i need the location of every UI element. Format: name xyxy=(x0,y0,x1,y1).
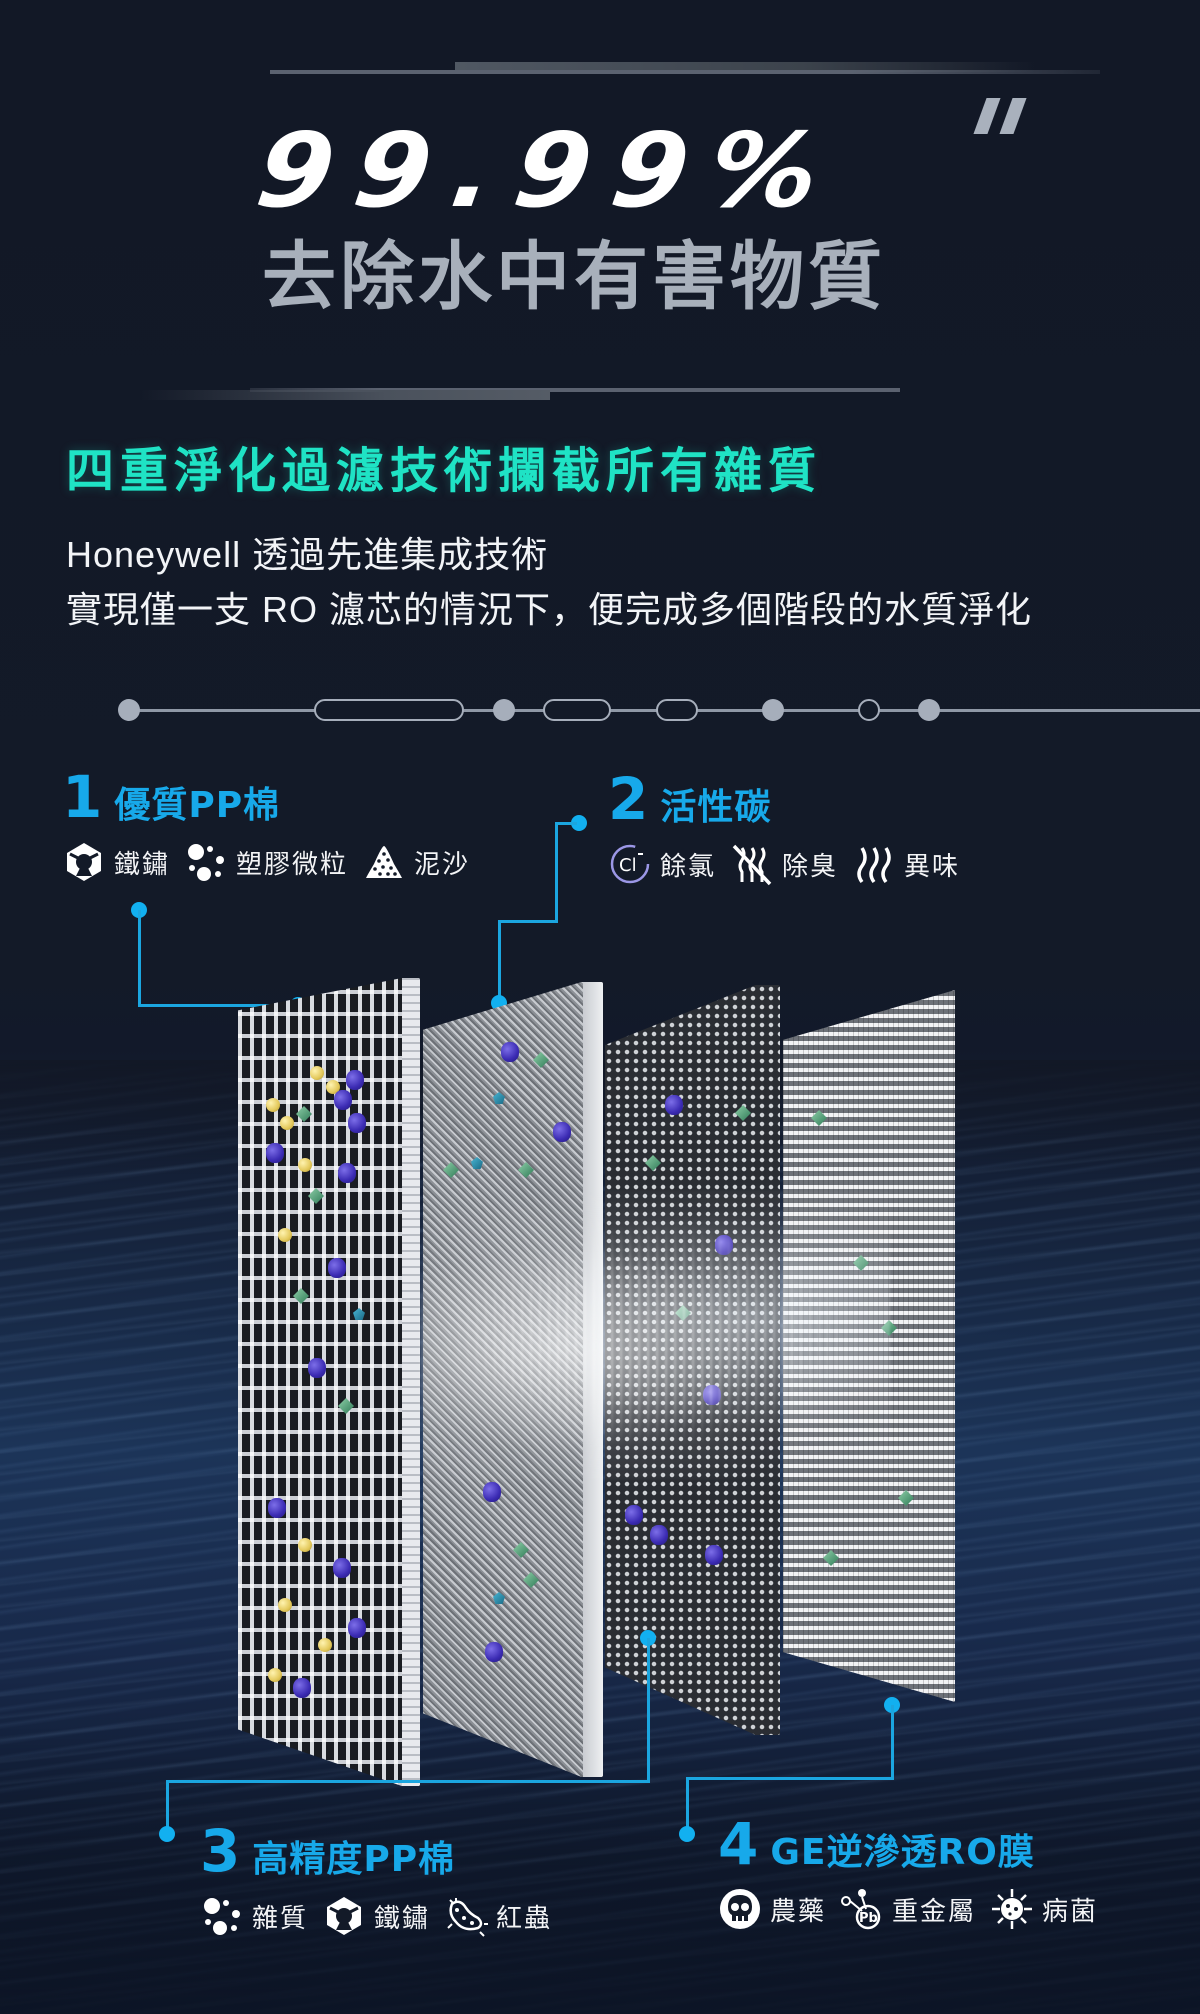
timeline-dot xyxy=(118,699,140,721)
rust-icon xyxy=(327,1897,362,1935)
stage-number: 2 xyxy=(608,765,649,833)
skull-pesticide-icon xyxy=(720,1889,760,1929)
timeline-pill xyxy=(314,699,464,721)
lead-pb-icon: Pb xyxy=(841,1889,881,1930)
filter-layer-pp-cotton xyxy=(238,978,420,1786)
connector-line xyxy=(891,1705,894,1780)
stage-3-precision-pp-cotton: 3 高精度PP棉 雜質 鐵鏽 紅蟲 xyxy=(200,1822,566,1938)
stage-name: 優質PP棉 xyxy=(114,785,281,826)
contaminant-chlorine: Cl 餘氯 xyxy=(608,842,716,886)
contaminant-odor: 異味 xyxy=(852,842,960,886)
description-line-2: 實現僅一支 RO 濾芯的情況下，便完成多個階段的水質淨化 xyxy=(66,589,1033,630)
connector-dot xyxy=(679,1826,695,1842)
connector-line xyxy=(138,1004,298,1007)
timeline-pill xyxy=(656,699,698,721)
svg-text:Pb: Pb xyxy=(859,1911,878,1926)
decor-bar-top-thick xyxy=(455,62,1035,72)
hero-subtitle: 去除水中有害物質 xyxy=(262,234,886,320)
filter-layer-ro-membrane xyxy=(783,990,955,1702)
contaminant-impurities: 雜質 xyxy=(200,1894,308,1938)
red-worm-icon xyxy=(447,1898,489,1937)
connector-line xyxy=(166,1780,169,1832)
chlorine-cl-icon: Cl xyxy=(610,844,650,884)
decor-bar-top-thin xyxy=(270,70,1100,74)
timeline-dot xyxy=(493,699,515,721)
stage-1-pp-cotton: 1 優質PP棉 鐵鏽 塑膠微粒 泥沙 xyxy=(62,768,484,884)
filter-layer-precision-pp xyxy=(605,985,780,1735)
timeline-decoration xyxy=(118,696,1200,724)
connector-dot xyxy=(571,815,587,831)
contaminant-pesticides: 農藥 xyxy=(718,1887,826,1931)
contaminant-bacteria: 病菌 xyxy=(990,1887,1098,1931)
contaminant-microplastic: 塑膠微粒 xyxy=(184,840,348,884)
rust-icon xyxy=(67,843,101,881)
timeline-ring xyxy=(858,699,880,721)
stage-number: 1 xyxy=(62,763,103,831)
smell-waves-icon xyxy=(857,847,891,884)
timeline-dot xyxy=(918,699,940,721)
description-line-1: Honeywell 透過先進集成技術 xyxy=(66,534,549,575)
connector-line xyxy=(138,910,141,1006)
svg-text:Cl: Cl xyxy=(619,855,637,876)
connector-line xyxy=(166,1780,650,1783)
connector-line xyxy=(686,1777,689,1832)
no-odor-icon xyxy=(732,844,772,886)
connector-line xyxy=(686,1777,894,1780)
contaminant-rust: 鐵鏽 xyxy=(62,840,170,884)
stage-number: 4 xyxy=(718,1810,759,1878)
stage-2-activated-carbon: 2 活性碳 Cl 餘氯 除臭 異味 xyxy=(608,770,974,886)
sediment-pile-icon xyxy=(366,846,403,878)
stage-name: 活性碳 xyxy=(660,787,772,828)
contaminant-rust: 鐵鏽 xyxy=(322,1894,430,1938)
contaminant-red-worms: 紅蟲 xyxy=(444,1894,552,1938)
filter-layer-activated-carbon xyxy=(423,982,603,1777)
section-headline: 四重淨化過濾技術攔截所有雜質 xyxy=(66,443,823,499)
stage-name: GE逆滲透RO膜 xyxy=(770,1832,1035,1873)
connector-line xyxy=(555,822,577,825)
timeline-dot xyxy=(762,699,784,721)
stage-number: 3 xyxy=(200,1817,241,1885)
stage-4-ge-ro-membrane: 4 GE逆滲透RO膜 農藥 Pb 重金屬 病菌 xyxy=(718,1815,1112,1931)
impurity-dots-icon xyxy=(204,1898,240,1935)
decor-bar-bottom-thick xyxy=(140,390,550,400)
stage-name: 高精度PP棉 xyxy=(252,1839,456,1880)
connector-line xyxy=(555,822,558,922)
virus-icon xyxy=(992,1889,1033,1929)
hero-percentage: 99.99% xyxy=(249,112,849,231)
timeline-pill xyxy=(543,699,611,721)
quote-mark-icon xyxy=(970,98,1030,138)
contaminant-sediment: 泥沙 xyxy=(362,840,470,884)
connector-dot xyxy=(159,1826,175,1842)
contaminant-heavy-metals: Pb 重金屬 xyxy=(840,1887,976,1931)
decor-bar-bottom-thin xyxy=(250,388,900,392)
connector-line xyxy=(498,920,558,923)
connector-line xyxy=(498,920,501,1002)
connector-line xyxy=(647,1638,650,1783)
contaminant-odor-removal: 除臭 xyxy=(730,842,838,886)
microplastic-dots-icon xyxy=(188,844,225,881)
